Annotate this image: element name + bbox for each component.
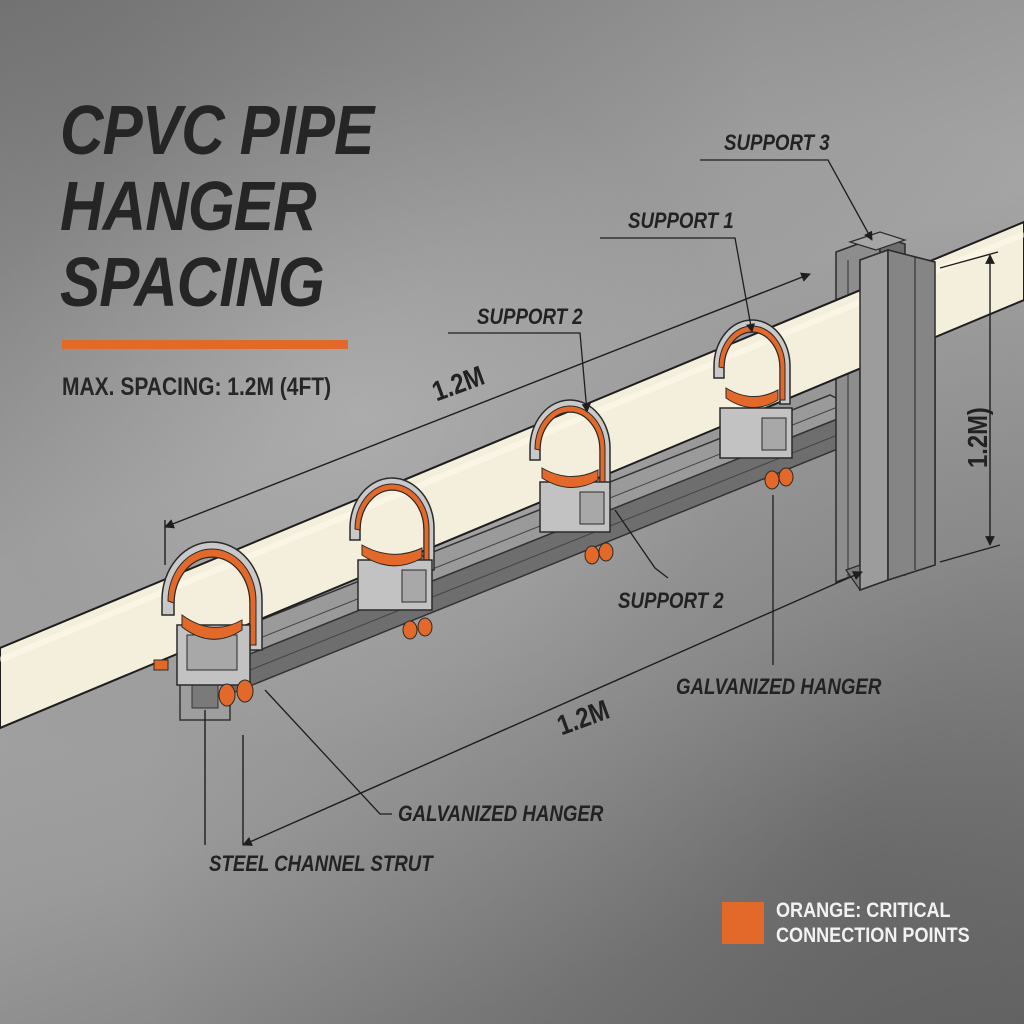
- max-spacing-subtitle: MAX. SPACING: 1.2M (4FT): [62, 373, 332, 401]
- legend-orange-swatch: [722, 902, 764, 944]
- title-underline: [62, 340, 348, 349]
- title-line-1: CPVC PIPE: [60, 91, 374, 169]
- callout-steel-channel-strut: STEEL CHANNEL STRUT: [209, 851, 433, 876]
- title-line-2: HANGER: [60, 167, 317, 245]
- legend: ORANGE: CRITICAL CONNECTION POINTS: [722, 898, 1001, 948]
- title-line-3: SPACING: [60, 243, 325, 321]
- callout-galvanized-hanger-left: GALVANIZED HANGER: [398, 801, 604, 826]
- page-title: CPVC PIPE HANGER SPACING: [60, 91, 374, 321]
- legend-line-2: CONNECTION POINTS: [776, 924, 970, 947]
- leader-lines: [264, 159, 873, 815]
- dimension-lines: [164, 251, 1001, 846]
- legend-line-1: ORANGE: CRITICAL: [776, 899, 951, 922]
- callout-support-3: SUPPORT 3: [724, 130, 830, 155]
- callout-galvanized-hanger-right: GALVANIZED HANGER: [676, 674, 882, 699]
- legend-text: ORANGE: CRITICAL CONNECTION POINTS: [776, 898, 970, 948]
- callout-support-2-bottom: SUPPORT 2: [618, 588, 724, 613]
- callout-support-1: SUPPORT 1: [628, 208, 734, 233]
- dimension-vertical-span: 1.2M): [962, 407, 993, 468]
- callout-support-2-top: SUPPORT 2: [477, 304, 583, 329]
